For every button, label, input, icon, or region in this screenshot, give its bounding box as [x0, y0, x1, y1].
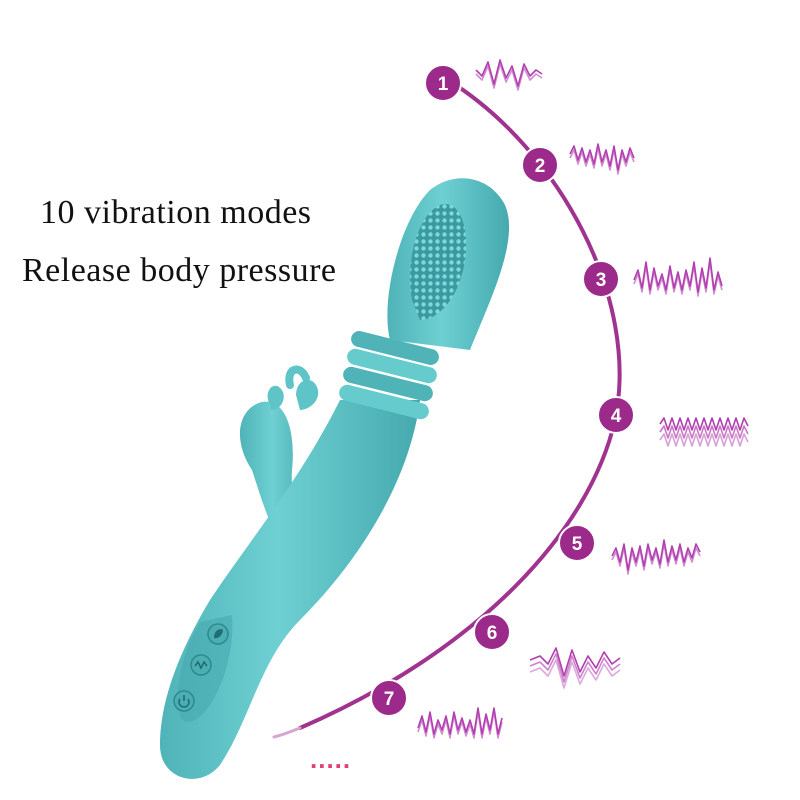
mode-number: 1	[438, 74, 449, 95]
wave-icon	[194, 660, 208, 670]
mode-number: 4	[611, 406, 622, 427]
mode-badge-5: 5	[558, 524, 596, 562]
mode-number: 6	[487, 623, 498, 644]
leaf-button[interactable]	[207, 623, 229, 645]
waveforms	[417, 59, 749, 739]
mode-badge-1: 1	[424, 64, 462, 102]
power-icon	[178, 695, 190, 708]
mode-number: 2	[535, 156, 546, 177]
shaft	[160, 400, 420, 779]
power-button[interactable]	[173, 690, 195, 712]
mode-badges: 1 2 3 4 5 6 7	[370, 64, 635, 717]
leaf-icon	[214, 629, 223, 639]
headline: 10 vibration modes Release body pressure	[22, 184, 402, 300]
mode-number: 3	[596, 270, 607, 291]
waveform-7-icon	[417, 707, 503, 739]
arc-fade	[272, 726, 302, 739]
waveform-1-icon	[475, 59, 543, 91]
product-device	[160, 178, 510, 779]
more-modes-ellipsis: .....	[310, 744, 351, 774]
rabbit-ear-right	[296, 379, 319, 410]
headline-line-1: 10 vibration modes	[40, 194, 312, 231]
waveform-5-icon	[611, 539, 701, 575]
mode-number: 5	[572, 534, 583, 555]
mode-number: 7	[384, 689, 395, 710]
headline-line-2: Release body pressure	[22, 252, 337, 289]
wave-button[interactable]	[190, 654, 212, 676]
textured-pad	[410, 204, 467, 320]
control-panel	[173, 615, 233, 722]
mode-badge-3: 3	[582, 260, 620, 298]
waveform-6-icon	[529, 647, 621, 689]
waveform-3-icon	[633, 257, 723, 297]
mode-badge-6: 6	[473, 613, 511, 651]
mode-badge-4: 4	[597, 396, 635, 434]
mode-badge-2: 2	[521, 146, 559, 184]
rabbit-ear-left	[267, 385, 284, 410]
waveform-2-icon	[569, 143, 635, 175]
ribbed-section	[339, 331, 439, 420]
waveform-4-icon	[659, 417, 749, 447]
mode-badge-7: 7	[370, 679, 408, 717]
